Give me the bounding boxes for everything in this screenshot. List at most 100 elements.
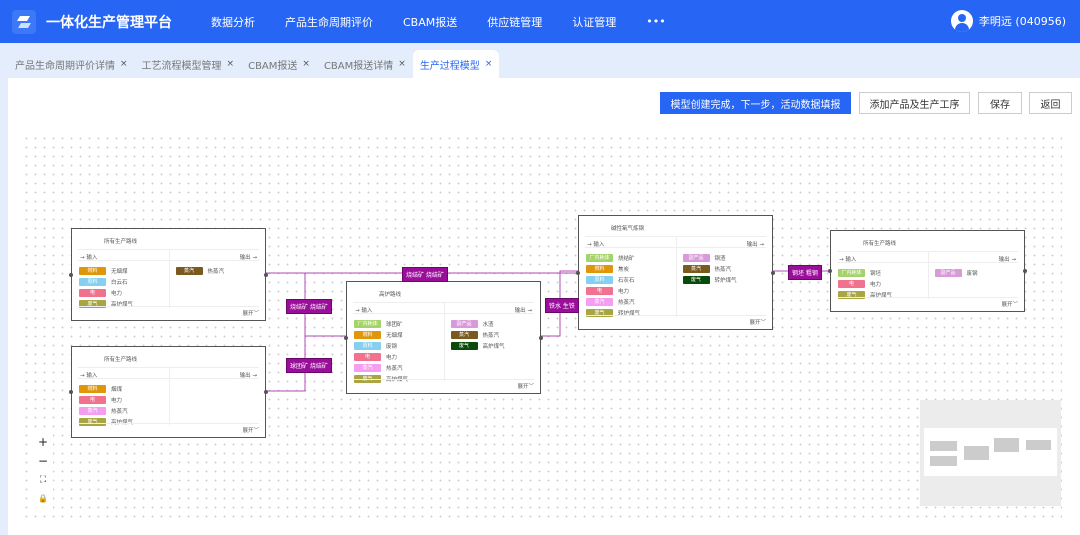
input-port[interactable] (69, 390, 73, 394)
lock-icon[interactable]: 🔒 (38, 494, 48, 503)
add-product-button[interactable]: 添加产品及生产工序 (859, 92, 970, 114)
list-item[interactable]: 燃料烟煤 (79, 383, 133, 394)
category-tag: 燃料 (79, 266, 106, 275)
edge-label[interactable]: 球团矿 烧结矿 (286, 358, 332, 373)
close-icon[interactable]: × (398, 59, 406, 69)
list-item[interactable]: 副产品水渣 (450, 318, 505, 329)
list-item[interactable]: 电电力 (79, 394, 133, 405)
edge-label[interactable]: 铁水 生铁 (545, 298, 579, 313)
list-item[interactable]: 废气转炉煤气 (586, 307, 640, 318)
list-item[interactable]: 燃料无烟煤 (354, 329, 408, 340)
list-item[interactable]: 厂内耗体烧结矿 (586, 252, 640, 263)
output-port[interactable] (1023, 269, 1027, 273)
nav-certification[interactable]: 认证管理 (572, 15, 617, 29)
list-item[interactable]: 电电力 (838, 278, 892, 289)
list-item[interactable]: 废气转炉煤气 (682, 274, 737, 285)
list-item[interactable]: 电电力 (586, 285, 640, 296)
edge-label[interactable]: 烧结矿 烧结矿 (402, 267, 448, 282)
process-node[interactable]: 所有生产路线 → 输入输出 → 燃料无烟煤原料白云石电电力废气高炉煤气蒸汽热蒸汽… (69, 228, 268, 321)
list-item[interactable]: 蒸汽热蒸汽 (450, 329, 505, 340)
list-item[interactable]: 蒸汽热蒸汽 (79, 405, 133, 416)
tab-cbam[interactable]: CBAM报送 × (241, 50, 317, 78)
tab-bar: 产品生命周期评价详情× 工艺流程模型管理× CBAM报送× CBAM报送详情× … (8, 50, 500, 78)
list-item[interactable]: 副产品钢渣 (682, 252, 737, 263)
expand-toggle[interactable]: 展开﹀ (353, 379, 534, 390)
expand-toggle[interactable]: 展开﹀ (78, 306, 259, 317)
tab-process-model-mgmt[interactable]: 工艺流程模型管理× (135, 50, 242, 78)
close-icon[interactable]: × (120, 59, 128, 69)
nav-data-analysis[interactable]: 数据分析 (211, 15, 255, 29)
list-item[interactable]: 原料白云石 (79, 276, 133, 287)
list-item[interactable]: 燃料焦炭 (586, 263, 640, 274)
edge-label[interactable]: 烧结矿 烧结矿 (286, 299, 332, 314)
back-button[interactable]: 返回 (1029, 92, 1072, 114)
expand-toggle[interactable]: 展开﹀ (585, 315, 766, 326)
outputs-list: 副产品水渣蒸汽热蒸汽废气高炉煤气 (450, 318, 505, 351)
next-step-button[interactable]: 模型创建完成，下一步，活动数据填报 (660, 92, 851, 114)
node-title: 所有生产路线 (104, 357, 138, 363)
list-item[interactable]: 废气高炉煤气 (450, 340, 505, 351)
minimap[interactable] (920, 400, 1061, 506)
item-name: 电力 (111, 290, 123, 297)
zoom-in-icon[interactable]: + (37, 434, 49, 449)
output-port[interactable] (264, 390, 268, 394)
category-tag: 蒸汽 (682, 264, 710, 273)
list-item[interactable]: 蒸汽热蒸汽 (682, 263, 737, 274)
save-button[interactable]: 保存 (978, 92, 1022, 114)
expand-toggle[interactable]: 展开﹀ (837, 297, 1018, 308)
list-item[interactable]: 原料废钢 (354, 340, 408, 351)
tab-cbam-detail[interactable]: CBAM报送详情× (317, 50, 413, 78)
node-title: 所有生产路线 (863, 241, 897, 247)
list-item[interactable]: 副产品废钢 (934, 267, 978, 278)
process-node[interactable]: 碱性氧气炼钢 → 输入输出 → 厂内耗体烧结矿燃料焦炭原料石灰石电电力蒸汽热蒸汽… (576, 215, 775, 330)
output-port[interactable] (771, 270, 775, 275)
list-item[interactable]: 蒸汽热蒸汽 (586, 296, 640, 307)
list-item[interactable]: 电电力 (354, 351, 408, 362)
tab-production-model[interactable]: 生产过程模型× (412, 50, 500, 78)
input-port[interactable] (344, 335, 348, 340)
list-item[interactable]: 厂内耗体球团矿 (354, 318, 408, 329)
item-name: 电力 (618, 288, 630, 295)
list-item[interactable]: 蒸汽热蒸汽 (175, 265, 224, 276)
edge-label[interactable]: 钢坯 粗钢 (788, 265, 822, 280)
expand-toggle[interactable]: 展开﹀ (78, 423, 259, 434)
list-item[interactable]: 燃料无烟煤 (79, 265, 133, 276)
edge-line[interactable] (266, 336, 306, 392)
list-item[interactable]: 原料石灰石 (586, 274, 640, 285)
list-item[interactable]: 废气高炉煤气 (838, 289, 892, 300)
list-item[interactable]: 蒸汽热蒸汽 (354, 362, 408, 373)
minimap-viewport[interactable] (924, 428, 1057, 476)
user-menu[interactable]: 李明远 (040956) (950, 10, 1066, 32)
input-port[interactable] (576, 270, 580, 275)
close-icon[interactable]: × (484, 59, 493, 69)
list-item[interactable]: 废气高炉煤气 (79, 298, 133, 309)
nav-more[interactable]: ••• (646, 15, 666, 28)
item-name: 球团矿 (386, 321, 403, 328)
input-label: → 输入 (80, 373, 98, 379)
close-icon[interactable]: × (302, 59, 310, 69)
process-node[interactable]: 所有生产路线 → 输入输出 → 厂内耗体钢坯电电力废气高炉煤气副产品废钢展开﹀ (828, 230, 1027, 312)
list-item[interactable]: 废气高炉煤气 (79, 416, 133, 427)
input-port[interactable] (828, 269, 832, 273)
input-port[interactable] (69, 272, 73, 277)
list-item[interactable]: 厂内耗体钢坯 (838, 267, 892, 278)
tab-lca-detail[interactable]: 产品生命周期评价详情× (8, 50, 135, 78)
process-node[interactable]: 高炉路线 → 输入输出 → 厂内耗体球团矿燃料无烟煤原料废钢电电力蒸汽热蒸汽废气… (344, 281, 543, 394)
output-port[interactable] (539, 335, 543, 340)
item-name: 转炉煤气 (714, 277, 737, 284)
nav-supply-chain[interactable]: 供应链管理 (487, 15, 543, 29)
close-icon[interactable]: × (226, 59, 235, 69)
output-port[interactable] (264, 272, 268, 277)
nav-cbam[interactable]: CBAM报送 (403, 15, 458, 29)
flow-canvas[interactable] (22, 134, 1062, 522)
zoom-out-icon[interactable]: − (37, 453, 49, 468)
list-item[interactable]: 电电力 (79, 287, 133, 298)
category-tag: 蒸汽 (586, 297, 613, 306)
item-name: 钢坯 (870, 270, 882, 277)
nav-lca[interactable]: 产品生命周期评价 (285, 15, 373, 29)
process-node[interactable]: 所有生产路线 → 输入输出 → 燃料烟煤电电力蒸汽热蒸汽废气高炉煤气展开﹀ (69, 346, 268, 438)
category-tag: 蒸汽 (450, 330, 478, 339)
fit-view-icon[interactable]: ⛶ (39, 474, 47, 485)
tab-label: CBAM报送 (248, 60, 298, 72)
category-tag: 副产品 (934, 268, 962, 277)
